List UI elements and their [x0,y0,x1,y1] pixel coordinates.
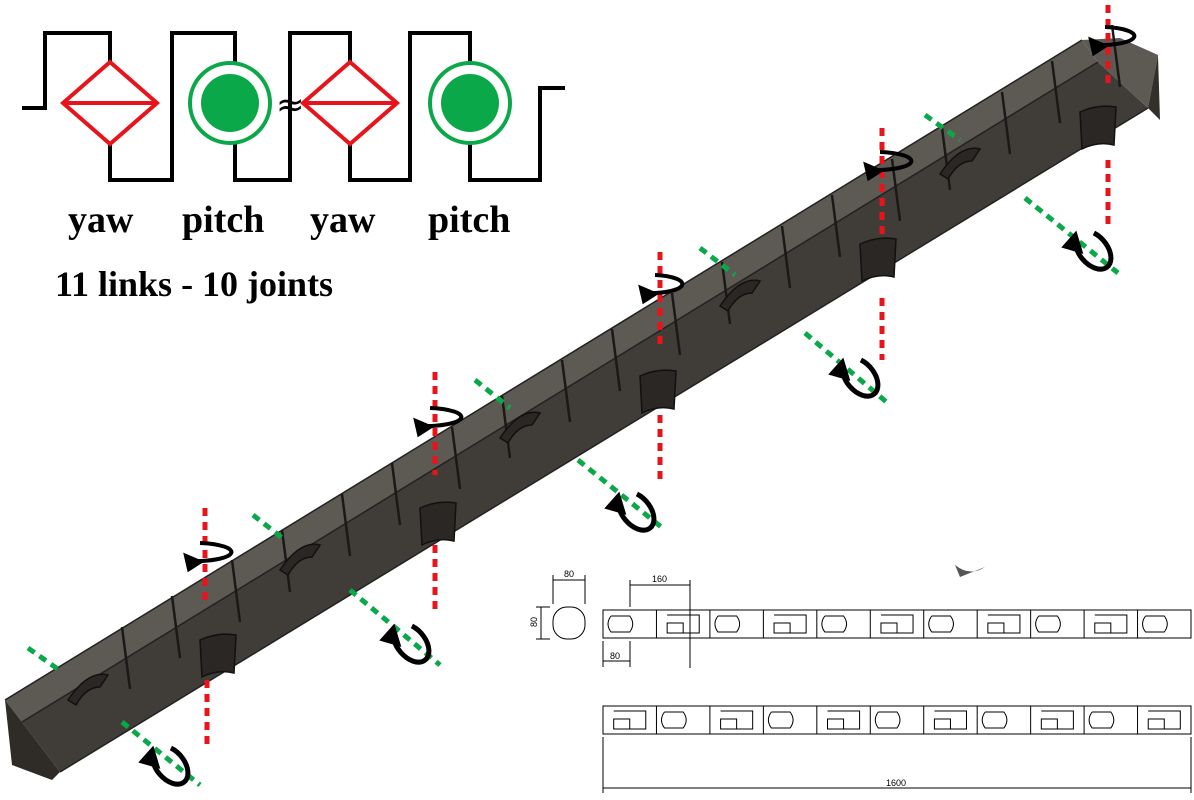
joint-label-yaw: yaw [310,199,376,241]
yaw-joint-icon [59,59,161,147]
strip-segment [827,710,861,730]
pitch-axis [923,112,962,143]
pitch-axis [1023,196,1120,275]
pitch-axis [473,378,512,410]
pitch-axis [251,513,287,542]
strip-segment [1088,711,1115,729]
joint-label-pitch: pitch [428,199,511,241]
strip-segment [666,614,700,634]
technical-drawing: 80 80 160 80 1600 [527,548,1194,795]
repeat-symbol: ≈ [276,85,305,125]
pitch-joint-icon [428,61,512,145]
joint-label-yaw: yaw [68,199,134,241]
strip-segment [880,614,914,634]
strip-segment [1094,614,1128,634]
pitch-rotation-arrow-icon [1061,230,1114,272]
strip-segment [987,614,1021,634]
strip-segment [981,711,1008,729]
pitch-axis [576,458,667,532]
yaw-rotation-arrow-icon [413,406,464,438]
yaw-rotation-arrow-icon [183,541,234,573]
joint-label-pitch: pitch [182,199,265,241]
top-strip-view [602,580,1192,668]
pitch-axis [26,645,64,675]
dim-diameter: 80 [564,569,574,579]
strip-segment [821,615,848,633]
strip-segment [1040,710,1074,730]
strip-segment [874,711,901,729]
strip-segment [1147,710,1181,730]
strip-segment [1035,615,1061,633]
strip-segment [720,710,754,730]
dim-total-length: 1600 [886,778,906,788]
cross-section-view [536,575,586,640]
dim-pitch: 160 [652,574,667,584]
pitch-rotation-arrow-icon [604,491,657,533]
pitch-joint-icon [188,61,272,145]
pitch-rotation-arrow-icon [379,623,432,665]
strip-segment [714,615,741,633]
strip-segment [933,710,967,730]
strip-segment [767,711,794,729]
pitch-rotation-arrow-icon [138,745,191,787]
strip-segment [607,615,634,633]
strip-segment [773,614,807,634]
kinematic-chain-schematic: ≈ [22,31,565,182]
pitch-axis [120,720,202,787]
yaw-rotation-arrow-icon [638,273,685,305]
pitch-rotation-arrow-icon [828,357,881,399]
strip-segment [1142,615,1168,633]
strip-segment [613,710,647,730]
yaw-rotation-arrow-icon [863,150,914,182]
snake-robot-body [4,24,1160,780]
yaw-axes [202,5,1111,745]
strip-segment [928,615,954,633]
pitch-axis [803,331,892,407]
pitch-axis [698,246,737,277]
dim-height: 80 [529,617,539,627]
yaw-rotation-arrow-icon [1088,25,1137,57]
yaw-joint-icon [299,59,401,147]
strip-segment [660,711,687,729]
dim-offset: 80 [610,651,620,661]
bottom-strip-view [602,705,1192,793]
links-joints-summary: 11 links - 10 joints [55,264,334,304]
